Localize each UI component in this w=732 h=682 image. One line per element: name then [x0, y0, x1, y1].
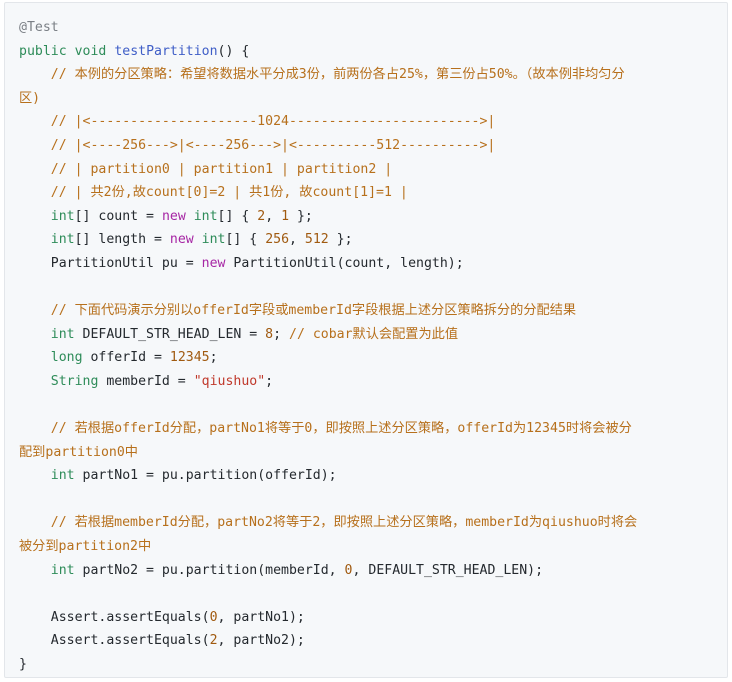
code-line-count: int[] count = new int[] { 2, 1 }; — [19, 205, 727, 229]
number-literal: 2 — [257, 208, 266, 224]
part-no-1-decl: partNo1 = pu.partition(offerId); — [74, 468, 337, 484]
head-len-decl: DEFAULT_STR_HEAD_LEN = — [74, 326, 266, 342]
length-decl: [] length = — [74, 232, 170, 248]
indent — [19, 350, 51, 365]
code-line-length: int[] length = new int[] { 256, 512 }; — [19, 228, 727, 252]
array-close: }; — [328, 232, 353, 248]
type-int: int — [50, 326, 75, 342]
part-no-2-decl: partNo2 = pu.partition(memberId, — [74, 562, 345, 578]
method-params: () { — [217, 43, 250, 59]
type-long: long — [50, 350, 83, 366]
keyword-new: new — [161, 208, 186, 224]
semicolon: ; — [265, 373, 274, 389]
comma: , — [265, 208, 282, 224]
code-line-comment-member-1: // 若根据memberId分配，partNo2将等于2，即按照上述分区策略，m… — [19, 515, 638, 531]
code-line-part-no-2: int partNo2 = pu.partition(memberId, 0, … — [19, 559, 727, 583]
indent — [19, 563, 51, 578]
semicolon: ; — [273, 326, 289, 342]
code-line-blank — [19, 276, 727, 300]
space — [194, 232, 202, 247]
comma: , — [289, 232, 305, 248]
code-line-diagram-2: // |<----256--->|<----256--->|<---------… — [19, 137, 496, 153]
offer-decl: offerId = — [82, 350, 170, 366]
number-literal: 256 — [265, 232, 290, 248]
number-literal: 0 — [209, 609, 218, 625]
code-line-partition-util: PartitionUtil pu = new PartitionUtil(cou… — [19, 252, 727, 276]
code-line-member-id: String memberId = "qiushuo"; — [19, 370, 727, 394]
indent — [19, 209, 51, 224]
type-int: int — [193, 208, 218, 224]
code-line-comment-demo: // 下面代码演示分别以offerId字段或memberId字段根据上述分区策略… — [19, 303, 577, 319]
assert-args: , partNo1); — [217, 609, 305, 625]
code-line-assert-2: Assert.assertEquals(2, partNo2); — [19, 629, 727, 653]
annotation-text: @Test — [19, 20, 59, 35]
pu-decl: PartitionUtil pu = — [19, 255, 202, 271]
number-literal: 0 — [344, 562, 353, 578]
code-line-method-signature: public void testPartition() { — [19, 40, 727, 64]
type-int: int — [50, 232, 75, 248]
type-int: int — [50, 208, 75, 224]
number-literal: 2 — [209, 633, 218, 649]
code-line-comment-offer-1: // 若根据offerId分配，partNo1将等于0，即按照上述分区策略，of… — [19, 421, 632, 437]
indent — [19, 232, 51, 247]
pu-constructor: PartitionUtil(count, length); — [225, 255, 464, 271]
member-decl: memberId = — [98, 373, 194, 389]
code-line-diagram-1: // |<---------------------1024----------… — [19, 114, 496, 130]
keyword-new: new — [169, 232, 194, 248]
assert-call: Assert.assertEquals( — [19, 609, 210, 625]
code-line-assert-1: Assert.assertEquals(0, partNo1); — [19, 606, 727, 630]
number-literal: 512 — [304, 232, 329, 248]
code-line-comment-strategy-2: 区) — [19, 90, 41, 106]
array-open: [] { — [217, 208, 258, 224]
keyword-new: new — [201, 255, 226, 271]
inline-comment: // cobar默认会配置为此值 — [289, 326, 459, 342]
array-open: [] { — [225, 232, 266, 248]
number-literal: 12345 — [169, 350, 210, 366]
type-int: int — [50, 468, 75, 484]
number-literal: 8 — [265, 326, 274, 342]
indent — [19, 468, 51, 483]
semicolon: ; — [209, 350, 218, 366]
code-line-blank — [19, 582, 727, 606]
keyword-void: void — [74, 43, 107, 59]
code-line-closing-brace: } — [19, 657, 27, 673]
code-line-diagram-3: // | partition0 | partition1 | partition… — [19, 161, 393, 177]
code-block: @Test public void testPartition() { // 本… — [4, 2, 728, 678]
method-name: testPartition — [114, 43, 218, 59]
code-line-offer-id: long offerId = 12345; — [19, 346, 727, 370]
space — [186, 209, 194, 224]
code-line-head-len: int DEFAULT_STR_HEAD_LEN = 8; // cobar默认… — [19, 323, 727, 347]
code-line-blank — [19, 488, 727, 512]
part-no-2-args: , DEFAULT_STR_HEAD_LEN); — [352, 562, 544, 578]
code-line-part-no-1: int partNo1 = pu.partition(offerId); — [19, 464, 727, 488]
array-close: }; — [289, 208, 313, 224]
indent — [19, 327, 51, 342]
code-line-blank — [19, 394, 727, 418]
code-line-comment-member-2: 被分到partition2中 — [19, 539, 152, 555]
type-int: int — [50, 562, 75, 578]
count-decl: [] count = — [74, 208, 162, 224]
code-line-annotation: @Test — [19, 16, 727, 40]
string-literal: "qiushuo" — [193, 373, 266, 389]
code-line-comment-offer-2: 配到partition0中 — [19, 444, 138, 460]
assert-args: , partNo2); — [217, 633, 305, 649]
number-literal: 1 — [281, 208, 290, 224]
type-string: String — [50, 373, 99, 389]
indent — [19, 374, 51, 389]
code-line-comment-strategy-1: // 本例的分区策略：希望将数据水平分成3份，前两份各占25%，第三份占50%。… — [19, 67, 625, 83]
type-int: int — [201, 232, 226, 248]
assert-call: Assert.assertEquals( — [19, 633, 210, 649]
code-line-diagram-4: // | 共2份,故count[0]=2 | 共1份, 故count[1]=1 … — [19, 185, 408, 201]
keyword-public: public — [19, 43, 67, 59]
